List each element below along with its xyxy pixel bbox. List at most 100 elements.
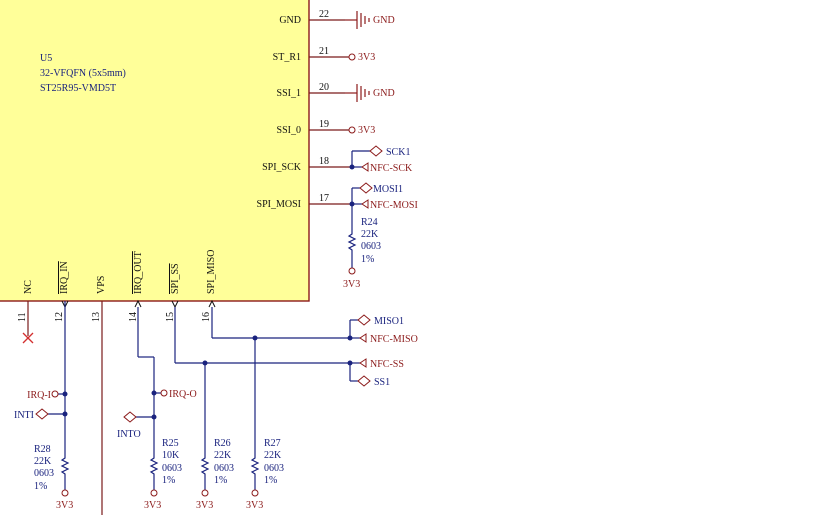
- r26-ref: R26: [214, 438, 231, 449]
- r28-ref: R28: [34, 444, 51, 455]
- r26-tol: 1%: [214, 475, 227, 486]
- r27-size: 0603: [264, 463, 284, 474]
- r25-value: 10K: [162, 450, 180, 461]
- ss1-port-icon: [357, 375, 371, 387]
- power-icon: [201, 489, 209, 497]
- into-port-icon: [123, 411, 137, 423]
- pin-output-icon: [208, 299, 216, 308]
- resistor-icon: [250, 455, 260, 490]
- chip-ref: U5: [40, 53, 52, 64]
- nfc-ss-port-icon: [359, 358, 367, 368]
- chip-body: [0, 0, 310, 302]
- pin-num-20: 20: [319, 82, 329, 93]
- junction-dot: [349, 201, 355, 207]
- r26-size: 0603: [214, 463, 234, 474]
- pin-num-22: 22: [319, 9, 329, 20]
- r28-net: 3V3: [56, 500, 73, 511]
- r24-tol: 1%: [361, 254, 374, 265]
- r28-size: 0603: [34, 468, 54, 479]
- net-label-gnd-2: GND: [373, 88, 395, 99]
- r25-ref: R25: [162, 438, 179, 449]
- port-label-miso1: MISO1: [374, 316, 404, 327]
- net-label-gnd-1: GND: [373, 15, 395, 26]
- r27-net: 3V3: [246, 500, 263, 511]
- pin-num-18: 18: [319, 156, 329, 167]
- pin-name-spi-miso: SPI_MISO: [206, 250, 217, 294]
- port-label-ss1: SS1: [374, 377, 390, 388]
- port-label-sck1: SCK1: [386, 147, 410, 158]
- port-label-inti: INTI: [14, 410, 34, 421]
- pin-name-ssi-1: SSI_1: [277, 88, 301, 99]
- r25-tol: 1%: [162, 475, 175, 486]
- r24-net: 3V3: [343, 279, 360, 290]
- inti-port-icon: [35, 408, 49, 420]
- pin-num-21: 21: [319, 46, 329, 57]
- pin-name-vps: VPS: [96, 276, 107, 294]
- pin-name-st-r1: ST_R1: [273, 52, 301, 63]
- port-label-into: INTO: [117, 429, 141, 440]
- r26-value: 22K: [214, 450, 232, 461]
- port-label-irq-i: IRQ-I: [27, 390, 51, 401]
- pin-name-spi-mosi: SPI_MOSI: [257, 199, 301, 210]
- power-icon: [150, 489, 158, 497]
- resistor-icon: [149, 455, 159, 490]
- port-label-nfc-ss: NFC-SS: [370, 359, 404, 370]
- irq-o-port-icon: [160, 389, 168, 397]
- pin-num-11: 11: [17, 312, 28, 322]
- nfc-miso-port-icon: [359, 333, 367, 343]
- pin-name-nc: NC: [23, 280, 34, 294]
- ground-icon: [345, 11, 370, 29]
- pin-input-icon: [171, 300, 179, 309]
- r24-size: 0603: [361, 241, 381, 252]
- pin-num-14: 14: [128, 312, 139, 322]
- resistor-icon: [347, 230, 357, 268]
- nfc-mosi-port-icon: [361, 199, 369, 209]
- sck1-port-icon: [369, 145, 383, 157]
- pin-name-spi-sck: SPI_SCK: [262, 162, 302, 173]
- junction-dot: [62, 391, 68, 397]
- net-label-3v3-1: 3V3: [358, 52, 375, 63]
- r25-net: 3V3: [144, 500, 161, 511]
- power-icon: [61, 489, 69, 497]
- pin-num-17: 17: [319, 193, 329, 204]
- pin-name-irq-in: IRQ_IN: [59, 261, 70, 294]
- pin-num-19: 19: [319, 119, 329, 130]
- pin-name-irq-out: IRQ_OUT: [133, 251, 144, 294]
- r26-net: 3V3: [196, 500, 213, 511]
- junction-dot: [349, 164, 355, 170]
- r27-value: 22K: [264, 450, 282, 461]
- junction-dot: [62, 411, 68, 417]
- pin-name-gnd: GND: [279, 15, 301, 26]
- pin-output-icon: [134, 299, 142, 308]
- pin-name-spi-ss: SPI_SS: [170, 263, 181, 294]
- r27-ref: R27: [264, 438, 281, 449]
- irq-i-port-icon: [51, 390, 59, 398]
- port-label-mosi1: MOSI1: [373, 184, 403, 195]
- junction-dot: [347, 360, 353, 366]
- pin-num-16: 16: [201, 312, 212, 322]
- r27-tol: 1%: [264, 475, 277, 486]
- port-label-nfc-miso: NFC-MISO: [370, 334, 418, 345]
- miso1-port-icon: [357, 314, 371, 326]
- ground-icon: [345, 84, 370, 102]
- pin-num-12: 12: [54, 312, 65, 322]
- port-label-nfc-mosi: NFC-MOSI: [370, 200, 418, 211]
- mosi1-port-icon: [359, 182, 373, 194]
- junction-dot: [151, 390, 157, 396]
- chip-package: 32-VFQFN (5x5mm): [40, 68, 126, 79]
- resistor-icon: [60, 455, 70, 490]
- pin-name-ssi-0: SSI_0: [277, 125, 301, 136]
- resistor-icon: [200, 455, 210, 490]
- r28-value: 22K: [34, 456, 52, 467]
- r25-size: 0603: [162, 463, 182, 474]
- pin-num-13: 13: [91, 312, 102, 322]
- junction-dot: [151, 414, 157, 420]
- junction-dot: [347, 335, 353, 341]
- port-label-nfc-sck: NFC-SCK: [370, 163, 413, 174]
- r28-tol: 1%: [34, 481, 47, 492]
- r24-ref: R24: [361, 217, 378, 228]
- chip-part: ST25R95-VMD5T: [40, 83, 116, 94]
- port-label-irq-o: IRQ-O: [169, 389, 197, 400]
- nfc-sck-port-icon: [361, 162, 369, 172]
